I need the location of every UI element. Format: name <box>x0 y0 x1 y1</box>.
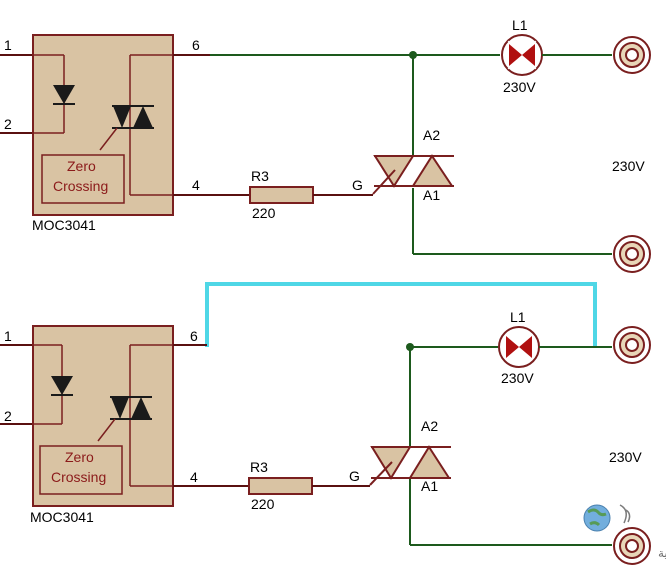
resistor-name: R3 <box>250 459 268 475</box>
resistor-name: R3 <box>251 168 269 184</box>
watermark: الدارة الالكترونية <box>583 504 666 561</box>
resistor-value: 220 <box>252 205 276 221</box>
chip-name: MOC3041 <box>32 217 96 233</box>
crossing-label: Crossing <box>51 469 106 485</box>
a2-label: A2 <box>423 127 440 143</box>
internal-triac-icon <box>111 397 129 419</box>
gate-label: G <box>349 468 360 484</box>
lamp-name: L1 <box>512 17 528 33</box>
resistor-icon <box>249 186 314 204</box>
zero-label: Zero <box>67 158 96 174</box>
lamp-voltage: 230V <box>503 79 536 95</box>
globe-icon <box>583 504 611 532</box>
pin4-label: 4 <box>190 469 198 485</box>
jumper-wire <box>205 282 597 347</box>
pin2-label: 2 <box>4 116 12 132</box>
circuit-top: 1 2 Zero Crossing MOC3041 6 4 <box>0 17 651 273</box>
led-icon <box>53 85 75 104</box>
supply-voltage: 230V <box>612 158 645 174</box>
lamp-name: L1 <box>510 309 526 325</box>
pin4-label: 4 <box>192 177 200 193</box>
resistor-icon <box>248 477 313 495</box>
lamp-voltage: 230V <box>501 370 534 386</box>
zero-crossing-box <box>39 445 123 495</box>
internal-triac-icon <box>113 106 131 128</box>
watermark-text: الدارة الالكترونية <box>658 546 666 561</box>
pin6-label: 6 <box>190 328 198 344</box>
crossing-label: Crossing <box>53 178 108 194</box>
supply-voltage: 230V <box>609 449 642 465</box>
triac-icon <box>369 445 451 486</box>
pin2-label: 2 <box>4 408 12 424</box>
chip-name: MOC3041 <box>30 509 94 525</box>
resistor-value: 220 <box>251 496 275 512</box>
gate-label: G <box>352 177 363 193</box>
a1-label: A1 <box>423 187 440 203</box>
a1-label: A1 <box>421 478 438 494</box>
pin6-label: 6 <box>192 37 200 53</box>
zero-label: Zero <box>65 449 94 465</box>
pin1-label: 1 <box>4 328 12 344</box>
circuit-bottom: 1 2 Zero Crossing MOC3041 6 4 L1 230V <box>0 309 651 565</box>
zero-crossing-box <box>41 154 125 204</box>
pin1-label: 1 <box>4 37 12 53</box>
led-icon <box>51 376 73 395</box>
a2-label: A2 <box>421 418 438 434</box>
triac-icon <box>372 154 454 195</box>
